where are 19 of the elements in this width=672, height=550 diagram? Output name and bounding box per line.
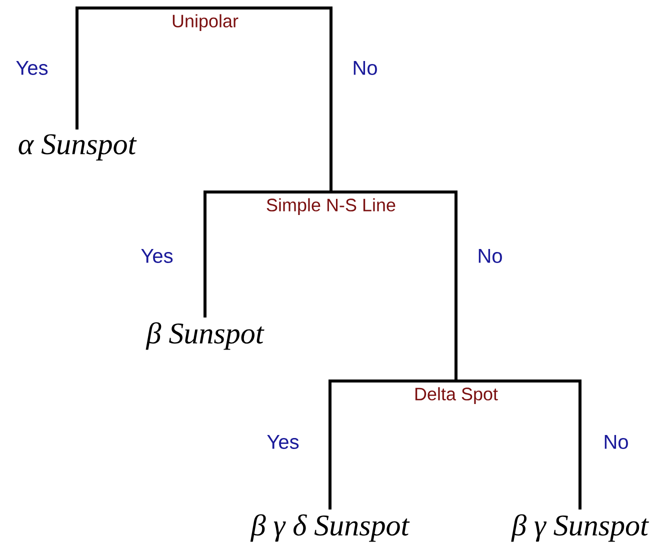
branch-label: No: [476, 248, 504, 264]
condition-label: Unipolar: [172, 14, 238, 31]
tree-branch: [204, 190, 332, 318]
branch-label: Yes: [140, 248, 174, 264]
branch-label: No: [351, 60, 379, 76]
condition-label: Simple N-S Line: [266, 198, 396, 215]
sunspot-class-label: α Sunspot: [18, 134, 137, 160]
condition-label: Delta Spot: [415, 387, 498, 404]
branch-label: Yes: [14, 60, 50, 76]
sunspot-class-label: β Sunspot: [146, 322, 264, 350]
tree-branch: [328, 380, 458, 510]
branch-label: Yes: [266, 434, 300, 450]
branch-label: No: [602, 434, 630, 450]
tree-branch: [204, 6, 332, 194]
tree-branch: [330, 190, 458, 382]
tree-branch: [76, 6, 206, 130]
sunspot-class-label: β γ Sunspot: [511, 514, 649, 542]
sunspot-class-label: β γ δ Sunspot: [250, 514, 410, 542]
tree-branch: [454, 380, 582, 510]
